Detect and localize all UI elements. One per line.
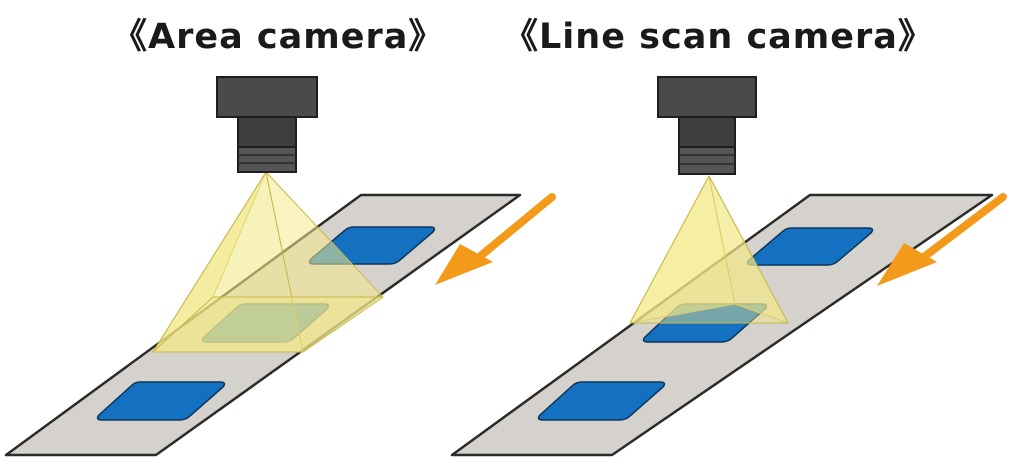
area-camera-title: 《Area camera》 bbox=[112, 17, 445, 57]
line-scan-camera-title: 《Line scan camera》 bbox=[503, 17, 934, 57]
field-of-view-cone bbox=[629, 175, 789, 324]
area-camera bbox=[216, 76, 318, 173]
object-item bbox=[746, 227, 874, 266]
field-of-view-cone bbox=[152, 171, 384, 353]
line-scan-camera-panel bbox=[450, 76, 1007, 457]
belt-direction-arrow bbox=[435, 193, 556, 285]
line-scan-camera bbox=[657, 76, 757, 175]
object-item bbox=[96, 381, 226, 421]
object-item bbox=[537, 381, 666, 421]
area-camera-panel bbox=[4, 76, 556, 457]
belt-direction-arrow bbox=[877, 193, 1007, 286]
